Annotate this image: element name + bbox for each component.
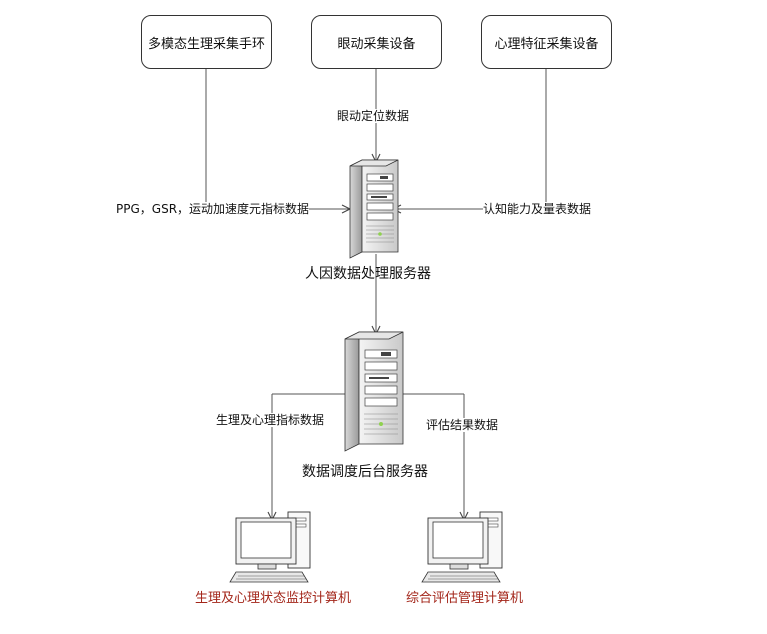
scheduling-server-title: 数据调度后台服务器	[302, 464, 428, 480]
monitor-computer-title: 生理及心理状态监控计算机	[195, 591, 352, 606]
evaluation-computer-title: 综合评估管理计算机	[406, 591, 524, 606]
physio-data-label: PPG，GSR，运动加速度元指标数据	[116, 202, 310, 216]
processing-server-icon	[349, 159, 399, 259]
cognitive-data-label: 认知能力及量表数据	[483, 202, 592, 216]
psych-device-label: 心理特征采集设备	[494, 36, 599, 52]
processing-server-title: 人因数据处理服务器	[305, 266, 431, 282]
eye-tracker-label: 眼动采集设备	[337, 36, 416, 52]
wristband-box: 多模态生理采集手环	[141, 15, 272, 69]
evaluation-computer-icon	[421, 511, 503, 583]
indicator-data-label: 生理及心理指标数据	[216, 413, 325, 427]
scheduling-server-icon	[344, 331, 404, 452]
eye-data-label: 眼动定位数据	[337, 109, 410, 123]
monitor-computer-icon	[229, 511, 311, 583]
eval-data-label: 评估结果数据	[426, 418, 499, 432]
psych-device-box: 心理特征采集设备	[481, 15, 612, 69]
eye-tracker-box: 眼动采集设备	[311, 15, 442, 69]
wristband-label: 多模态生理采集手环	[147, 36, 265, 52]
